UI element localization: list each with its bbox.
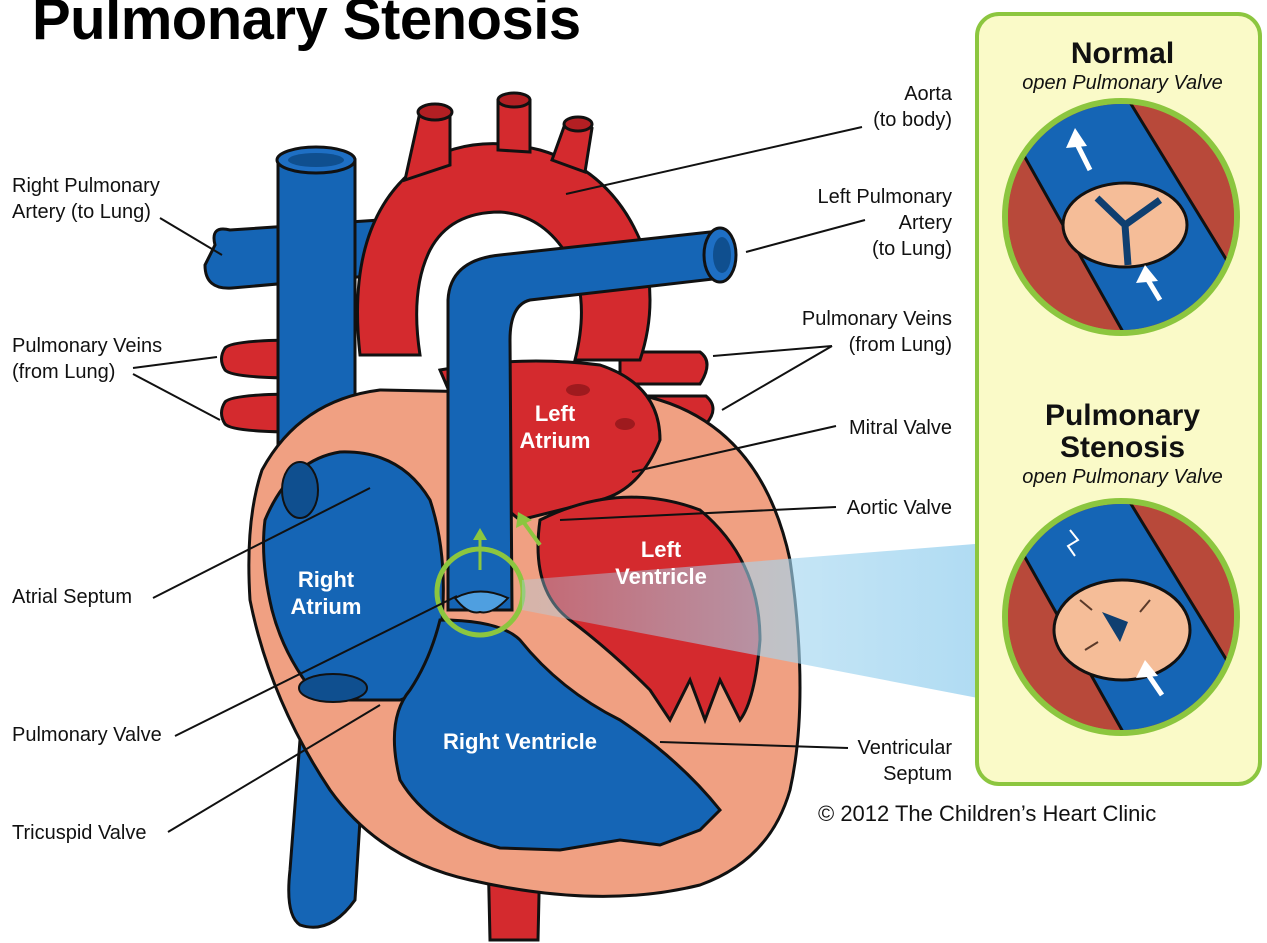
panel-normal-subtitle: open Pulmonary Valve (979, 72, 1266, 95)
comparison-panel: Normal open Pulmonary Valve Pulmonary St… (975, 12, 1262, 786)
label-atrial-septum: Atrial Septum (12, 584, 132, 610)
label-pulmonary-veins-right: Pulmonary Veins (from Lung) (770, 306, 952, 358)
label-ventricular-septum: Ventricular Septum (800, 735, 952, 787)
label-right-ventricle: Right Ventricle (420, 728, 620, 755)
label-left-pulmonary-artery: Left Pulmonary Artery (to Lung) (780, 184, 952, 262)
label-left-atrium: Left Atrium (510, 400, 600, 454)
label-mitral-valve: Mitral Valve (800, 415, 952, 441)
label-pulmonary-valve: Pulmonary Valve (12, 722, 162, 748)
panel-stenosis-title: Pulmonary Stenosis (979, 400, 1266, 464)
label-tricuspid-valve: Tricuspid Valve (12, 820, 147, 846)
label-aorta: Aorta (to body) (800, 81, 952, 133)
copyright-notice: © 2012 The Children’s Heart Clinic (818, 801, 1156, 827)
label-right-atrium: Right Atrium (276, 566, 376, 620)
label-aortic-valve: Aortic Valve (800, 495, 952, 521)
panel-stenosis-subtitle: open Pulmonary Valve (979, 466, 1266, 489)
label-left-ventricle: Left Ventricle (596, 536, 726, 590)
panel-normal-title: Normal (979, 38, 1266, 70)
label-pulmonary-veins-left: Pulmonary Veins (from Lung) (12, 333, 162, 385)
label-right-pulmonary-artery: Right Pulmonary Artery (to Lung) (12, 173, 160, 225)
